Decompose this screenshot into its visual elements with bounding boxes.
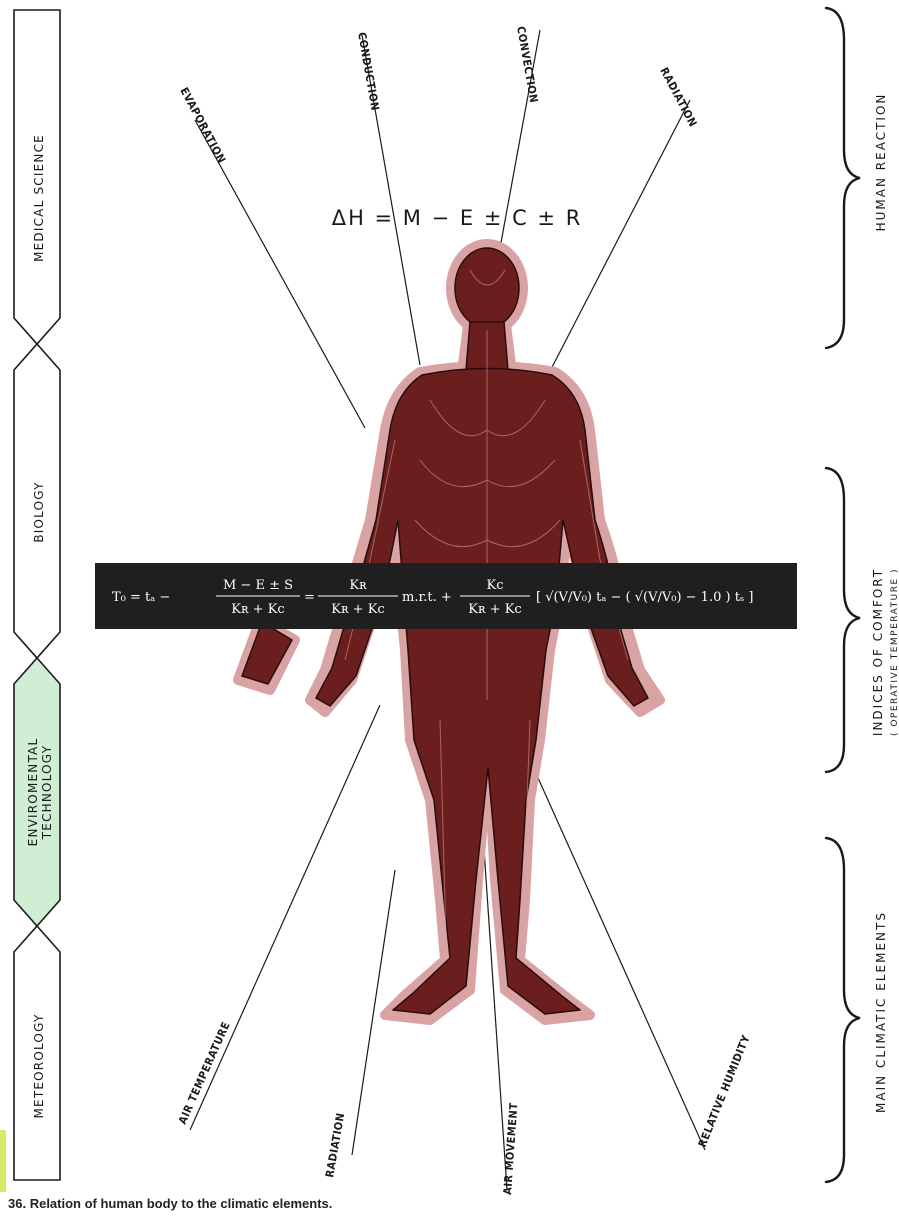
figure-caption: 36. Relation of human body to the climat… <box>8 1196 332 1211</box>
formula-frac2-den: Kʀ + Kc <box>331 602 384 617</box>
bracket-label-indices-of-comfort: INDICES OF COMFORT <box>871 568 885 736</box>
ray-air-temperature <box>190 705 380 1130</box>
braces <box>826 8 860 1182</box>
ray-label-air-movement: AIR MOVEMENT <box>501 1102 520 1195</box>
discipline-label-meteorology: METEOROLOGY <box>32 1013 46 1118</box>
accent-strip <box>0 1130 6 1192</box>
formula-frac3-den: Kʀ + Kc <box>468 602 521 617</box>
caption-text: Relation of human body to the climatic e… <box>30 1196 333 1211</box>
formula-frac1-num: M − E ± S <box>223 578 293 593</box>
discipline-label-medical-science: MEDICAL SCIENCE <box>32 134 46 262</box>
ray-radiation-top <box>548 100 690 375</box>
brace-indices-of-comfort <box>826 468 860 772</box>
brace-human-reaction <box>826 8 860 348</box>
ray-label-convection: CONVECTION <box>514 25 540 104</box>
bracket-label-human-reaction: HUMAN REACTION <box>874 93 888 232</box>
ray-label-conduction: CONDUCTION <box>355 31 382 112</box>
heat-balance-equation: ΔH = M − E ± C ± R <box>332 206 583 230</box>
ray-label-air-temperature: AIR TEMPERATURE <box>176 1020 233 1127</box>
formula-bracket-expression: [ √(V/V₀) tₐ − ( √(V/V₀) − 1.0 ) tₛ ] <box>536 590 754 605</box>
discipline-label-environmental-1: ENVIROMENTAL <box>26 738 40 847</box>
formula-mrt: m.r.t. + <box>402 590 452 605</box>
bracket-sublabel-operative-temperature: ( OPERATIVE TEMPERATURE ) <box>890 568 899 736</box>
formula-frac3-num: Kc <box>487 578 504 593</box>
ray-label-relative-humidity: RELATIVE HUMIDITY <box>696 1033 753 1149</box>
discipline-label-environmental-2: TECHNOLOGY <box>40 745 54 840</box>
operative-temperature-band: T₀ = tₐ − M − E ± S Kʀ + Kc = Kʀ Kʀ + Kc… <box>95 563 797 629</box>
ray-label-evaporation: EVAPORATION <box>177 85 228 165</box>
brace-main-climatic <box>826 838 860 1182</box>
formula-equals: = <box>304 590 315 605</box>
caption-number: 36. <box>8 1196 26 1211</box>
formula-frac1-den: Kʀ + Kc <box>231 602 284 617</box>
human-body-figure <box>238 244 660 1020</box>
discipline-label-biology: BIOLOGY <box>32 481 46 542</box>
formula-lhs: T₀ = tₐ − <box>112 590 170 605</box>
formula-frac2-num: Kʀ <box>349 578 367 593</box>
ray-evaporation <box>195 120 365 428</box>
ray-relative-humidity <box>530 760 705 1150</box>
bracket-label-main-climatic: MAIN CLIMATIC ELEMENTS <box>874 911 888 1113</box>
ray-label-radiation-top: RADIATION <box>657 65 699 129</box>
ray-label-radiation-bottom: RADIATION <box>323 1112 347 1179</box>
